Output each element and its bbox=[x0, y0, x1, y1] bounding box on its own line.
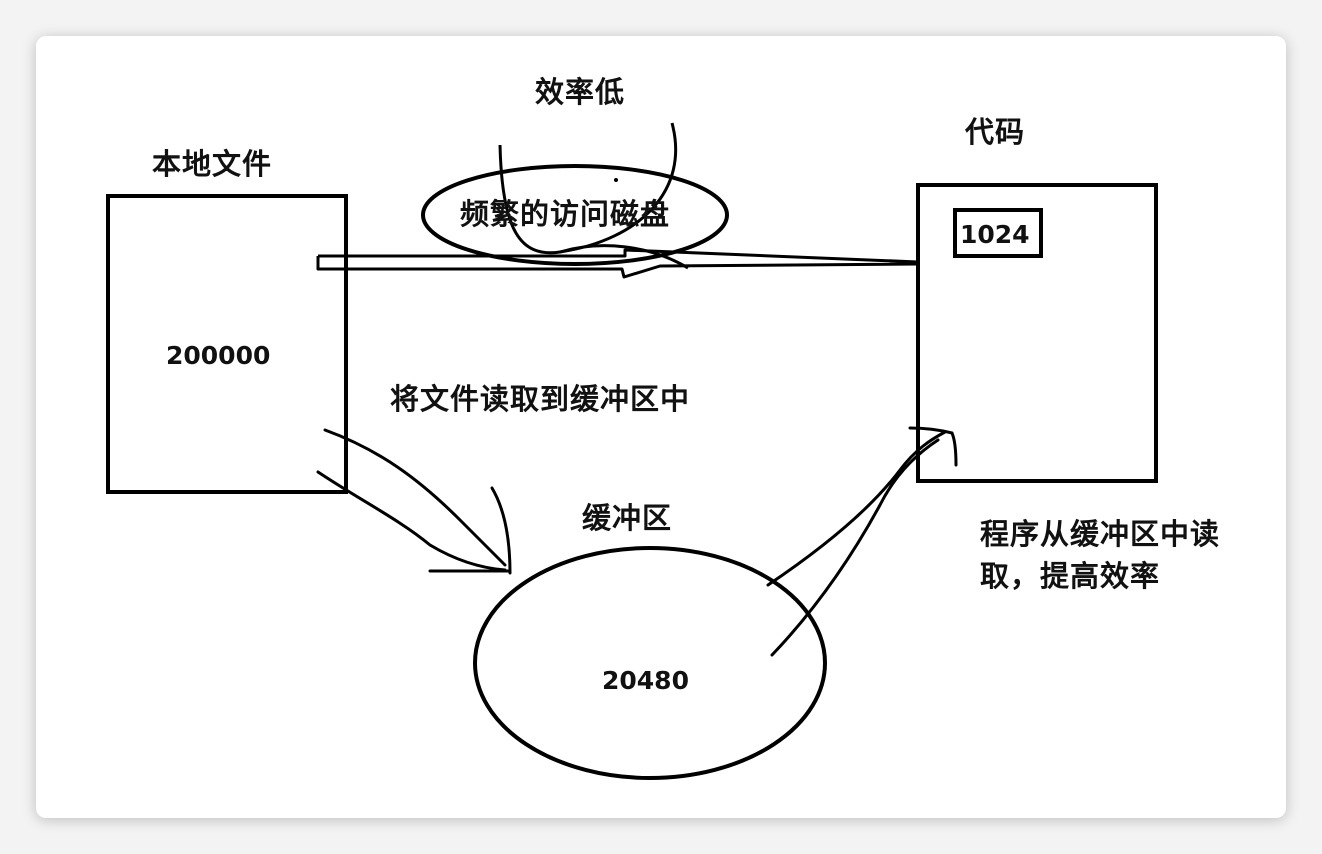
direct-access-arrow bbox=[316, 248, 919, 279]
code-value-box bbox=[953, 208, 1043, 258]
frequent-access-ellipse bbox=[421, 164, 729, 266]
local-file-box bbox=[106, 194, 348, 494]
low-efficiency-scribble bbox=[498, 122, 678, 255]
read-to-buffer-label: 将文件读取到缓冲区中 bbox=[390, 382, 691, 416]
code-title: 代码 bbox=[965, 115, 1026, 149]
low-efficiency-note: 效率低 bbox=[535, 75, 626, 109]
read-to-buffer-arrow bbox=[316, 428, 512, 575]
read-from-buffer-arrow bbox=[766, 426, 958, 657]
scribble-dot bbox=[614, 178, 618, 182]
buffer-value: 20480 bbox=[602, 666, 689, 695]
code-box bbox=[916, 183, 1158, 483]
low-efficiency-scribble-tail bbox=[559, 244, 689, 270]
frequent-access-label: 频繁的访问磁盘 bbox=[460, 197, 671, 231]
diagram-card bbox=[36, 36, 1286, 818]
local-file-title: 本地文件 bbox=[152, 147, 273, 181]
code-value: 1024 bbox=[960, 220, 1030, 249]
local-file-value: 200000 bbox=[166, 341, 271, 370]
buffer-ellipse bbox=[473, 546, 827, 780]
buffer-title: 缓冲区 bbox=[582, 501, 673, 535]
read-from-buffer-label-line1: 程序从缓冲区中读 bbox=[980, 517, 1221, 551]
read-from-buffer-label-line2: 取，提高效率 bbox=[980, 559, 1161, 593]
